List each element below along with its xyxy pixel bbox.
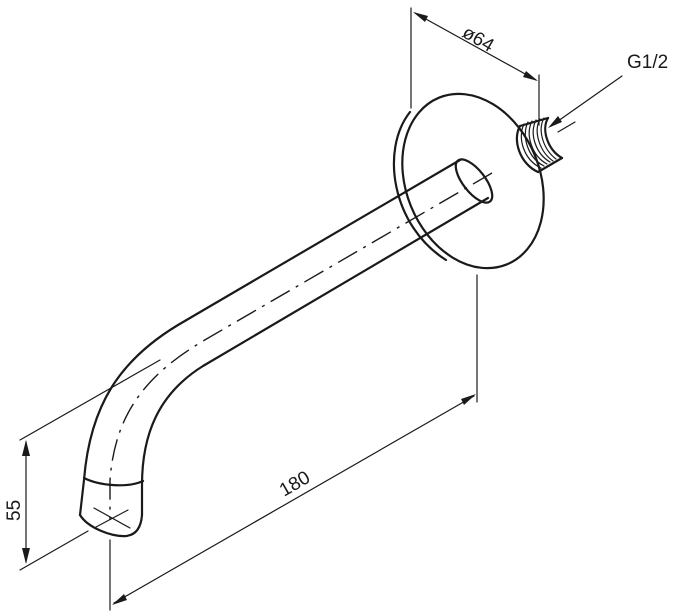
wall-flange — [392, 92, 545, 270]
dimension-height: 55 — [4, 359, 161, 571]
dimension-label-flange-diameter: ø64 — [459, 22, 498, 57]
dimension-label-height: 55 — [4, 500, 25, 521]
threaded-connector — [515, 116, 564, 174]
centre-line — [109, 172, 493, 520]
dimension-label-length: 180 — [276, 467, 314, 501]
dimension-length: 180 — [109, 274, 478, 611]
dimension-flange-diameter: ø64 — [410, 7, 540, 126]
dimension-label-thread: G1/2 — [627, 52, 668, 73]
dimension-thread: G1/2 — [548, 52, 668, 133]
